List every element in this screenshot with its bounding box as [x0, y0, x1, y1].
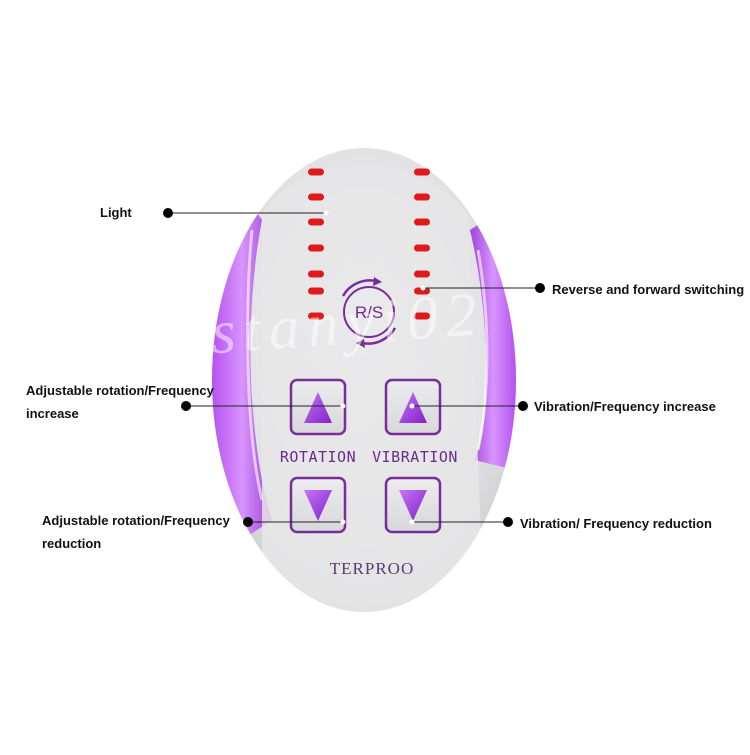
led-indicator [414, 219, 430, 226]
device-panel [212, 148, 516, 620]
light-label: Light [100, 201, 132, 224]
rotation-increase-label-line2: increase [26, 402, 79, 425]
vibration-reduction-label: Vibration/ Frequency reduction [520, 512, 712, 535]
vibration-reduction-suffix: Frequency reduction [583, 516, 712, 531]
vibration-reduction-prefix: Vibration/ [520, 516, 580, 531]
led-indicator [308, 271, 324, 278]
rotation-down-button[interactable] [291, 478, 345, 532]
device-bottom-text: TERPROO [330, 559, 414, 578]
rotation-increase-label-line1: Adjustable rotation/Frequency [26, 379, 214, 402]
led-indicator [308, 245, 324, 252]
reverse-forward-label: Reverse and forward switching [552, 278, 744, 301]
rotation-up-button[interactable] [291, 380, 345, 434]
vibration-increase-label: Vibration/Frequency increase [534, 395, 716, 418]
rotation-reduction-label-line1: Adjustable rotation/Frequency [42, 509, 230, 532]
led-indicator [308, 169, 324, 176]
led-indicator [414, 194, 430, 201]
rotation-reduction-label-line2: reduction [42, 532, 101, 555]
vibration-label: VIBRATION [372, 448, 458, 466]
led-indicator [414, 245, 430, 252]
led-indicator [414, 169, 430, 176]
led-indicator [308, 219, 324, 226]
led-indicator [414, 271, 430, 278]
rotation-label: ROTATION [280, 448, 356, 466]
led-indicator [308, 194, 324, 201]
